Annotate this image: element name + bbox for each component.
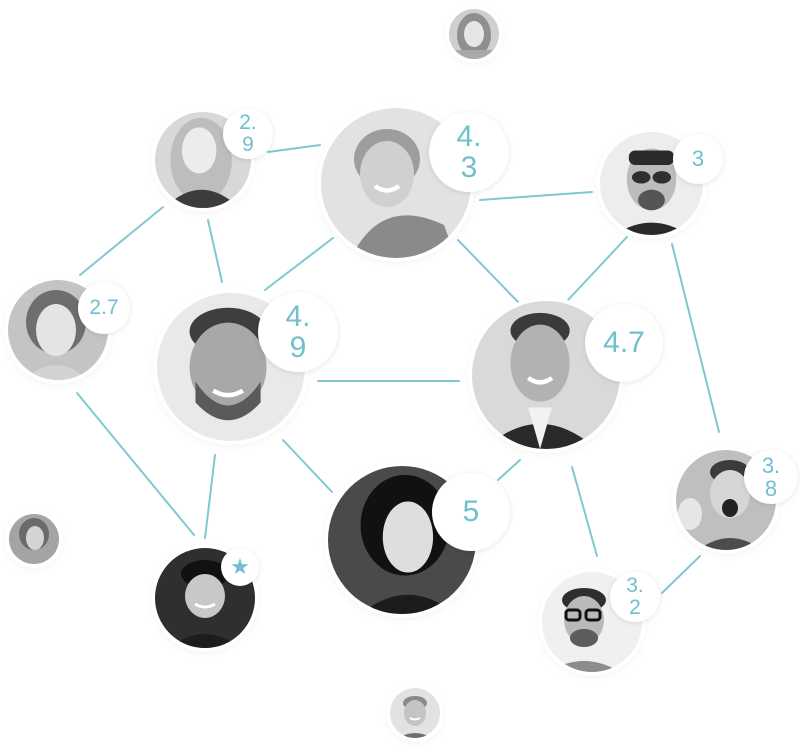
person-avatar-small-left[interactable] [9, 514, 59, 564]
portrait-image [676, 450, 776, 550]
link-excited-to-glasses [661, 555, 701, 594]
person-avatar-smiling-man[interactable] [321, 108, 471, 258]
rating-badge-dark-haired-woman: 5 [432, 473, 510, 551]
rating-badge-glasses-man: 3.2 [610, 572, 660, 622]
rating-badge-excited-man: 3.8 [744, 450, 798, 504]
star-icon: ★ [230, 554, 250, 580]
portrait-image [390, 688, 440, 738]
link-suited-to-dark-haired [497, 459, 521, 481]
person-avatar-blonde-woman[interactable] [155, 112, 251, 208]
link-woman-left-to-cap [76, 392, 195, 536]
rating-value: 4.7 [603, 326, 645, 360]
portrait-image [9, 514, 59, 564]
rating-badge-suited-man: 4.7 [585, 304, 663, 382]
link-freckled-to-cap [204, 454, 216, 539]
rating-value: 3.8 [761, 452, 781, 501]
portrait-image [449, 9, 499, 59]
portrait-image [155, 548, 255, 648]
link-blonde-to-freckled [207, 219, 223, 283]
rating-value: 2.9 [239, 110, 257, 156]
person-avatar-top-small[interactable] [449, 9, 499, 59]
rating-value: 5 [462, 495, 480, 529]
link-blonde-to-smiling [267, 144, 321, 153]
link-suited-to-glasses [571, 466, 598, 557]
person-avatar-bottom-small[interactable] [390, 688, 440, 738]
link-sunglasses-to-excited [671, 243, 720, 433]
portrait-image [155, 112, 251, 208]
rating-badge-cap-man: ★ [221, 548, 259, 586]
portrait-image [321, 108, 471, 258]
rating-value: 2.7 [89, 295, 119, 319]
rating-badge-smiling-man: 4.3 [429, 112, 509, 192]
rating-badge-blonde-woman: 2.9 [223, 109, 273, 159]
rating-value: 3.2 [626, 573, 644, 619]
link-smiling-to-suited [457, 239, 519, 303]
rating-badge-sunglasses-man: 3 [673, 134, 723, 184]
rating-badge-woman-left: 2.7 [78, 282, 130, 334]
link-smiling-to-sunglasses [479, 191, 593, 201]
link-blonde-to-woman-left [79, 206, 164, 276]
rating-badge-freckled-man: 4.9 [258, 292, 338, 372]
link-freckled-to-dark-haired [282, 439, 333, 493]
person-avatar-excited-man[interactable] [676, 450, 776, 550]
rating-value: 4.3 [456, 119, 482, 184]
rating-value: 4.9 [285, 299, 311, 364]
link-smiling-to-freckled [264, 237, 334, 291]
link-sunglasses-to-suited [567, 236, 628, 301]
rating-value: 3 [691, 146, 705, 172]
